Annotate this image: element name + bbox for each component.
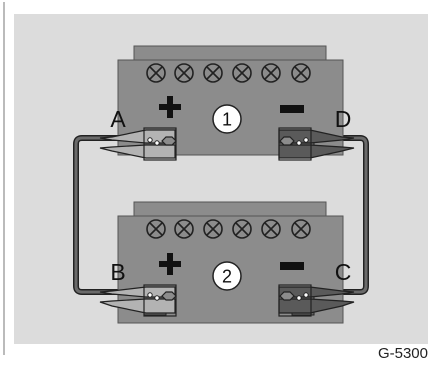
battery-2-positive-sign [159, 253, 181, 275]
battery-2-number: 2 [222, 267, 232, 287]
label-a: A [110, 106, 126, 132]
figure-id: G-5300 [377, 345, 428, 362]
clamp-b [99, 284, 177, 317]
battery-2-negative-sign [280, 262, 304, 270]
cable-right-core [314, 136, 368, 294]
battery-2-number-circle [212, 261, 242, 291]
label-c: C [335, 259, 352, 285]
battery-1-top [133, 45, 327, 62]
label-d: D [335, 106, 352, 132]
battery-1-number: 1 [222, 110, 232, 130]
battery-1-negative-sign [280, 105, 304, 113]
battery-1-positive-sign [159, 96, 181, 118]
battery-2-top [133, 201, 327, 218]
clamp-d [278, 127, 355, 161]
clamp-a [99, 127, 177, 161]
clamp-c [278, 284, 355, 317]
cable-left-core [74, 136, 128, 294]
battery-1-number-circle [212, 104, 242, 134]
label-b: B [110, 259, 125, 285]
